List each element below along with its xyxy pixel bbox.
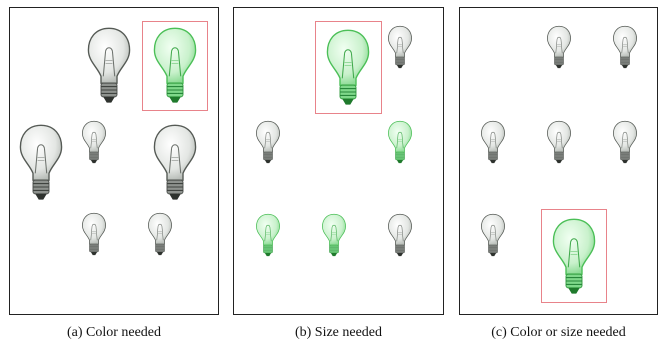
panel-color-or-size-needed bbox=[459, 7, 658, 315]
light-bulb-icon bbox=[480, 120, 506, 165]
light-bulb-icon bbox=[152, 26, 198, 106]
caption-c: (c) Color or size needed bbox=[491, 325, 626, 340]
highlight-box bbox=[541, 209, 607, 303]
light-bulb-icon bbox=[546, 25, 572, 70]
caption-a: (a) Color needed bbox=[66, 325, 162, 340]
caption-b: (b) Size needed bbox=[294, 325, 383, 340]
light-bulb-icon bbox=[18, 123, 64, 203]
light-bulb-icon bbox=[387, 213, 413, 258]
light-bulb-icon bbox=[387, 120, 413, 165]
light-bulb-icon bbox=[86, 26, 132, 106]
light-bulb-icon bbox=[321, 213, 347, 258]
panel-size-needed bbox=[233, 7, 444, 315]
light-bulb-icon bbox=[81, 120, 107, 165]
highlight-box bbox=[142, 21, 208, 111]
light-bulb-icon bbox=[255, 213, 281, 258]
light-bulb-icon bbox=[147, 212, 173, 257]
light-bulb-icon bbox=[81, 212, 107, 257]
light-bulb-icon bbox=[551, 217, 597, 297]
highlight-box bbox=[315, 21, 382, 114]
light-bulb-icon bbox=[612, 25, 638, 70]
light-bulb-icon bbox=[325, 28, 371, 108]
light-bulb-icon bbox=[255, 120, 281, 165]
light-bulb-icon bbox=[152, 123, 198, 203]
light-bulb-icon bbox=[480, 213, 506, 258]
light-bulb-icon bbox=[546, 120, 572, 165]
panel-color-needed bbox=[9, 7, 219, 315]
light-bulb-icon bbox=[612, 120, 638, 165]
light-bulb-icon bbox=[387, 25, 413, 70]
